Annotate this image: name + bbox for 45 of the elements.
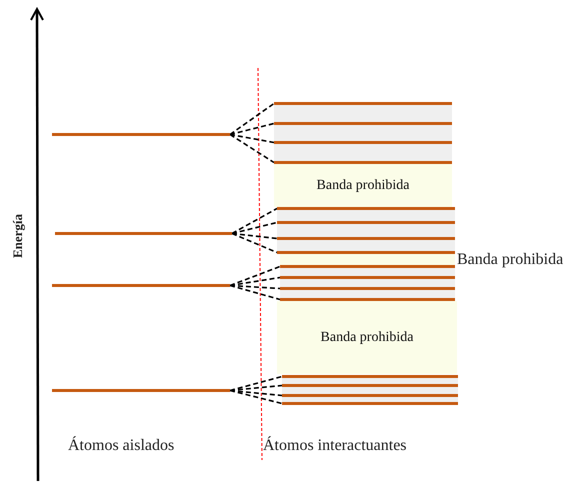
energy-level-line: [282, 394, 458, 397]
dashed-connector: [232, 208, 278, 234]
energy-level-line: [277, 251, 455, 254]
energy-level-line: [282, 375, 458, 378]
dashed-connector: [230, 134, 274, 144]
dashed-connector: [230, 384, 282, 392]
energy-level-line: [274, 161, 452, 164]
energy-level-line: [274, 122, 452, 125]
dashed-connector: [230, 284, 280, 290]
dashed-connector: [230, 122, 274, 136]
energy-level-line: [52, 284, 230, 287]
dashed-connector: [232, 232, 278, 254]
energy-level-line: [52, 389, 230, 392]
band-gap-label: Banda prohibida: [316, 178, 410, 194]
band-gap-label: Banda prohibida: [457, 250, 564, 268]
band-gap-region: [274, 164, 452, 207]
dashed-connector: [230, 276, 280, 286]
energy-level-line: [280, 298, 455, 301]
energy-level-line: [280, 276, 455, 279]
dashed-connector: [230, 284, 280, 300]
energy-level-line: [282, 384, 458, 387]
energy-level-line: [282, 402, 458, 405]
band-gap-region: [280, 254, 455, 265]
dashed-connector: [230, 134, 274, 164]
group-label: Átomos aislados: [68, 437, 174, 455]
energy-level-line: [55, 232, 232, 235]
axis-label: Energía: [10, 214, 26, 258]
dashed-connector: [232, 232, 278, 240]
energy-level-line: [277, 207, 455, 210]
group-label: Átomos interactuantes: [263, 437, 407, 455]
energy-level-line: [277, 237, 455, 240]
energy-level-line: [280, 287, 455, 290]
dashed-connector: [230, 376, 282, 392]
band-gap-label: Banda prohibida: [320, 330, 414, 346]
energy-level-line: [52, 133, 230, 136]
dashed-connector: [232, 222, 278, 234]
energy-level-line: [274, 102, 452, 105]
dashed-connector: [230, 390, 282, 396]
energy-level-line: [280, 265, 455, 268]
dashed-connector: [230, 266, 280, 286]
energy-level-line: [277, 221, 455, 224]
band-gap-region: [277, 301, 457, 374]
energy-level-line: [274, 141, 452, 144]
dashed-connector: [230, 102, 274, 136]
dashed-connector: [230, 390, 282, 404]
